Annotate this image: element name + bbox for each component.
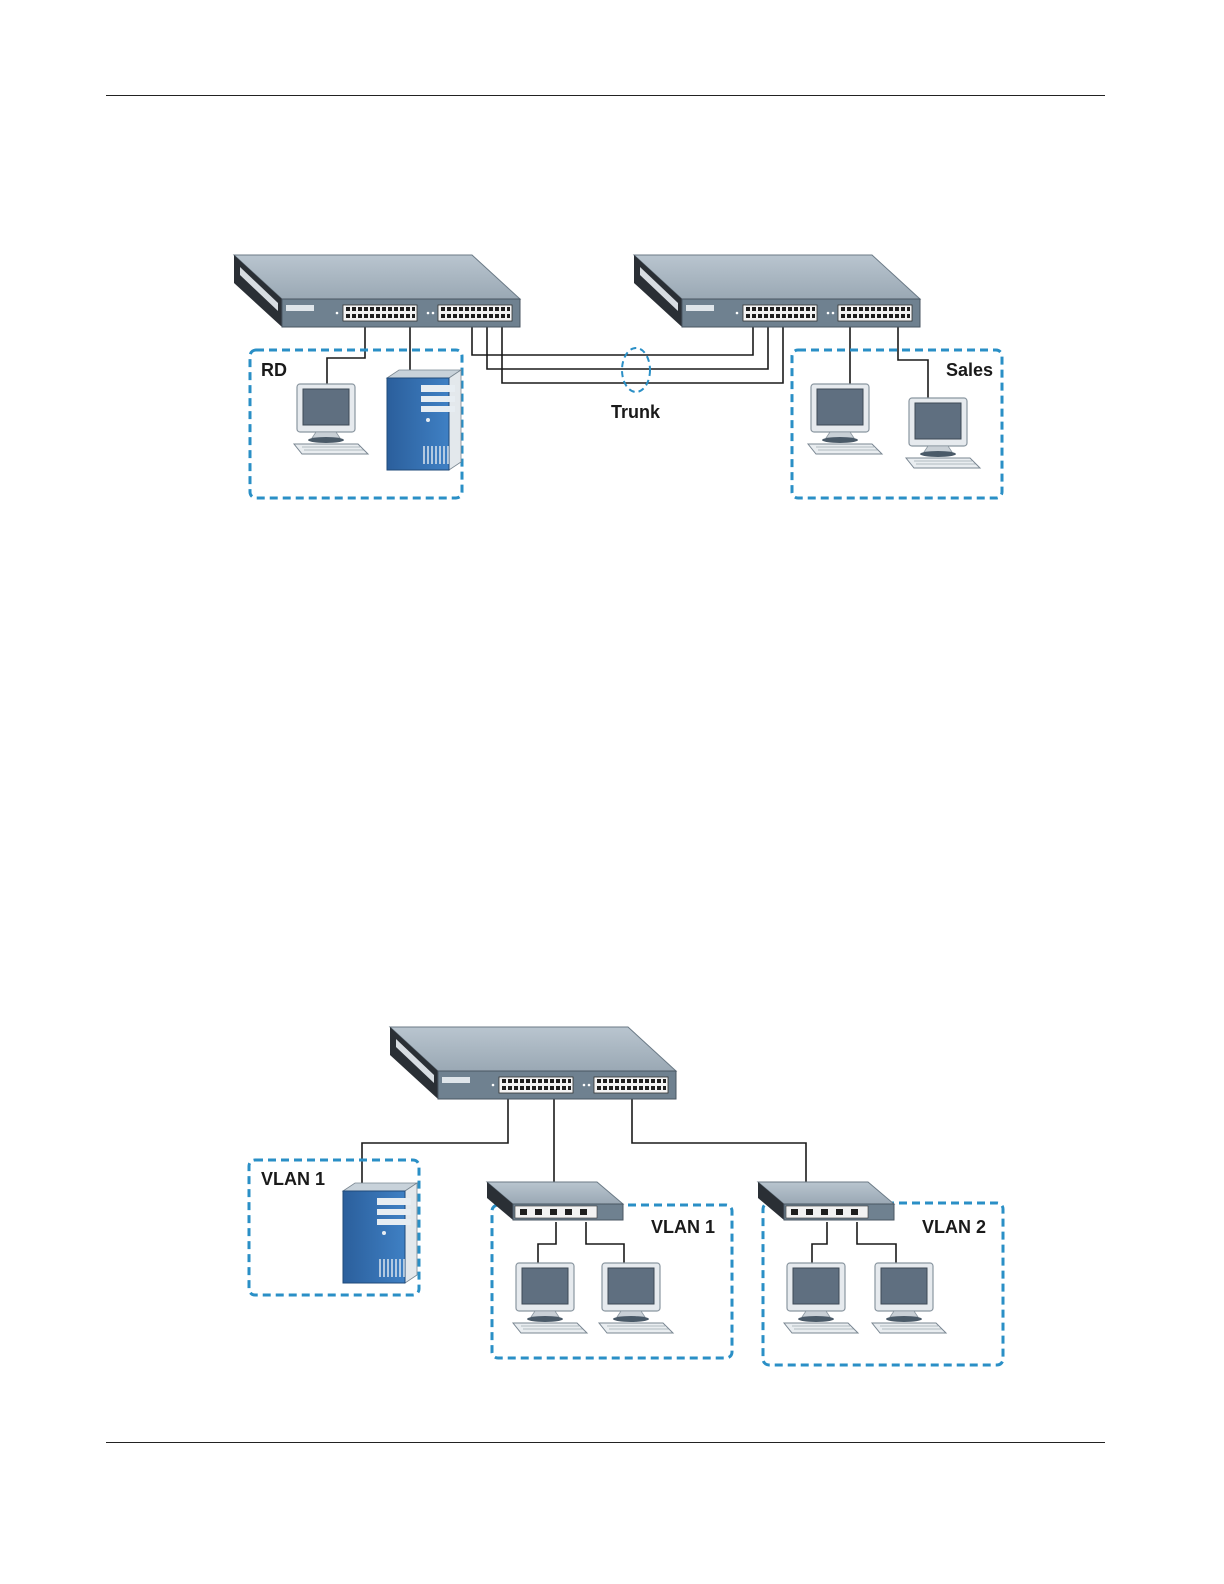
vlan1-computer-2-icon <box>599 1263 673 1333</box>
rd-computer-icon <box>294 384 368 454</box>
diagram-top: RD Sales Trunk <box>234 255 1002 498</box>
rd-server-icon <box>387 370 461 470</box>
rd-label: RD <box>261 360 287 380</box>
vlan-left-label: VLAN 1 <box>261 1169 325 1189</box>
trunk-label: Trunk <box>611 402 661 422</box>
core-switch-left <box>234 255 520 327</box>
vlan1-computer-1-icon <box>513 1263 587 1333</box>
vlan2-computer-2-icon <box>872 1263 946 1333</box>
core-switch-right <box>634 255 920 327</box>
core-switch-bottom <box>390 1027 676 1099</box>
vlan2-computer-1-icon <box>784 1263 858 1333</box>
vlan1-server-icon <box>343 1183 417 1283</box>
sales-computer-2-icon <box>906 398 980 468</box>
vlan1-small-switch <box>487 1182 623 1220</box>
sales-label: Sales <box>946 360 993 380</box>
vlan-middle-label: VLAN 1 <box>651 1217 715 1237</box>
sales-computer-1-icon <box>808 384 882 454</box>
vlan-right-label: VLAN 2 <box>922 1217 986 1237</box>
diagram-bottom: VLAN 1 VLAN 1 VLAN 2 <box>249 1027 1003 1365</box>
vlan2-small-switch <box>758 1182 894 1220</box>
